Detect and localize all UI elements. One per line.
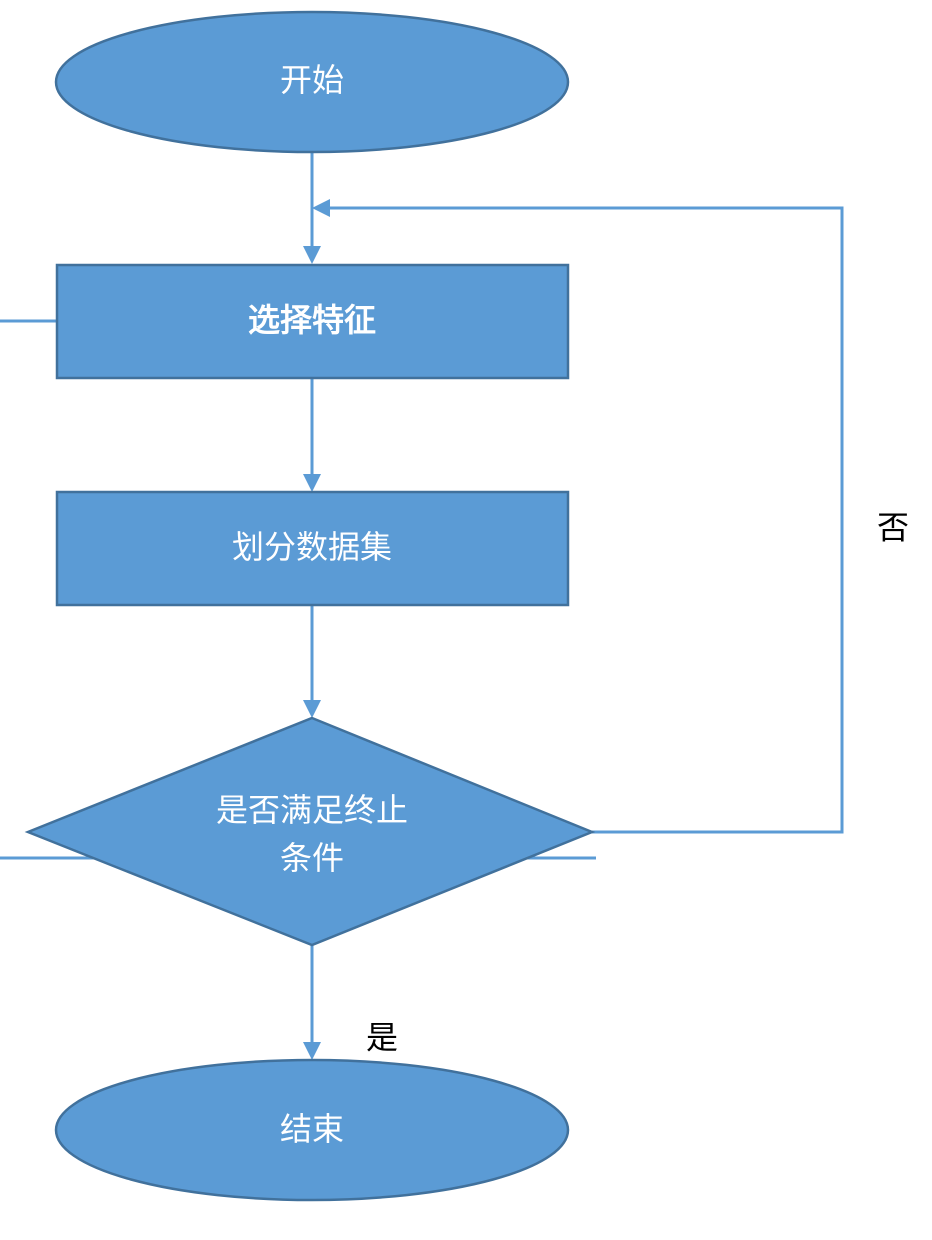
decision-label-line2: 条件	[280, 839, 344, 877]
arrowhead-select	[303, 246, 321, 264]
start-node: 开始	[54, 10, 570, 154]
arrowhead-split	[303, 474, 321, 492]
arrowhead-loop	[312, 199, 330, 217]
split-dataset-label: 划分数据集	[232, 528, 392, 566]
yes-label: 是	[366, 1019, 398, 1057]
select-feature-label: 选择特征	[248, 301, 376, 339]
no-label: 否	[877, 509, 909, 547]
decision-label-line1: 是否满足终止	[216, 791, 408, 829]
select-feature-node: 选择特征	[55, 263, 570, 380]
loop-back-line	[328, 206, 844, 834]
split-dataset-node: 划分数据集	[55, 490, 570, 607]
end-label: 结束	[280, 1110, 344, 1148]
arrowhead-end	[303, 1042, 321, 1060]
arrowhead-decision	[303, 700, 321, 718]
decision-node: 是否满足终止 条件	[24, 716, 596, 947]
start-label: 开始	[280, 61, 344, 99]
end-node: 结束	[54, 1058, 570, 1202]
